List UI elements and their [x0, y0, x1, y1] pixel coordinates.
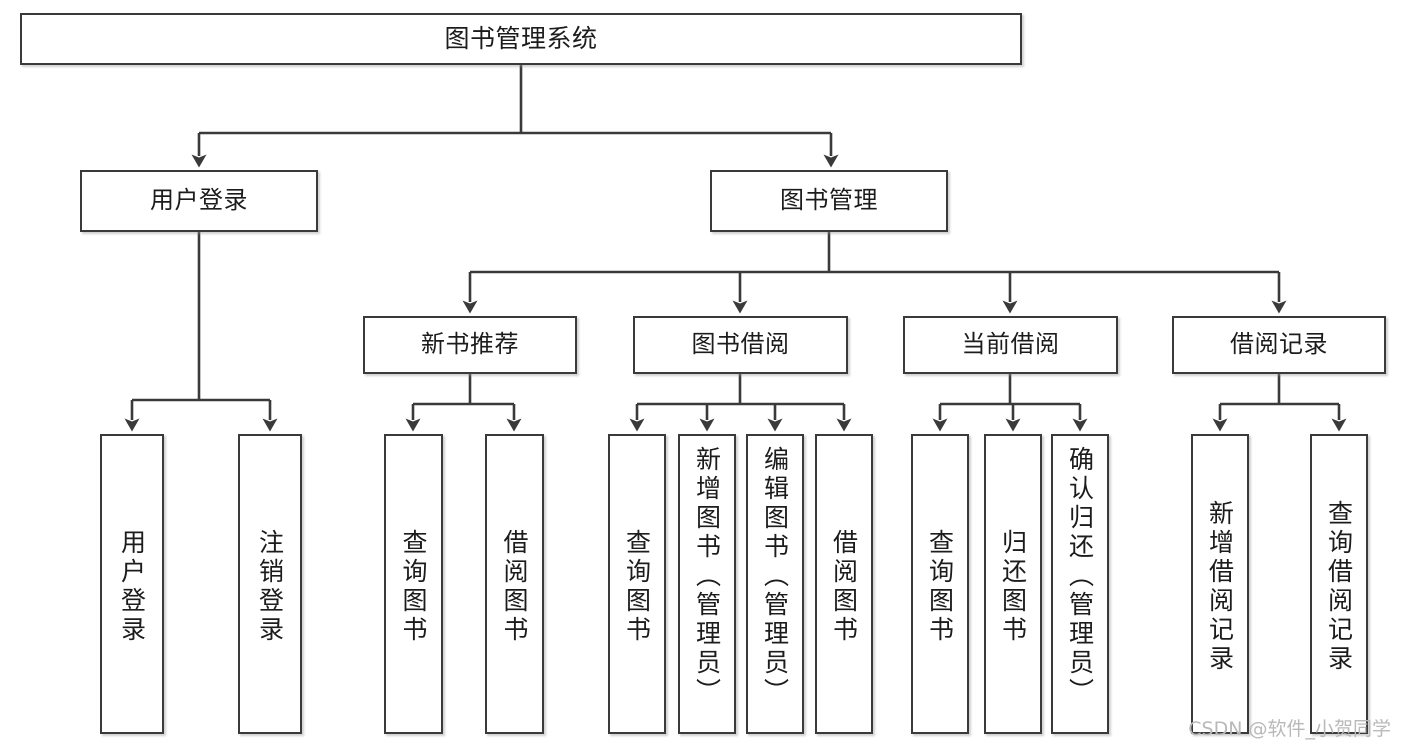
node-book-management-label: 图书管理 [780, 186, 878, 215]
leaf-node[interactable]: 借阅图书 [485, 434, 544, 734]
leaf-node-label: 查询图书 [925, 529, 955, 645]
leaf-node-label: 借阅图书 [500, 529, 529, 645]
leaf-node[interactable]: 确认归还（管理员） [1051, 434, 1109, 734]
node-user-login-label: 用户登录 [150, 186, 248, 215]
node-new-book-recommend-label: 新书推荐 [421, 330, 519, 359]
leaf-node[interactable]: 新增图书（管理员） [678, 434, 736, 734]
leaf-node[interactable]: 查询图书 [911, 434, 969, 734]
node-borrow-record-label: 借阅记录 [1230, 330, 1328, 359]
leaf-node-label: 编辑图书（管理员） [760, 446, 790, 707]
node-borrow-record[interactable]: 借阅记录 [1172, 316, 1386, 374]
node-root-label: 图书管理系统 [444, 23, 598, 53]
node-book-borrow-label: 图书借阅 [691, 330, 790, 359]
node-new-book-recommend[interactable]: 新书推荐 [363, 316, 577, 374]
leaf-node-label: 查询图书 [622, 529, 652, 645]
leaf-node-label: 归还图书 [998, 529, 1028, 645]
node-book-borrow[interactable]: 图书借阅 [633, 316, 848, 374]
leaf-node[interactable]: 借阅图书 [815, 434, 873, 734]
leaf-node-label: 注销登录 [255, 529, 285, 645]
leaf-node-label: 用户登录 [117, 529, 147, 645]
leaf-node[interactable]: 用户登录 [100, 434, 164, 734]
leaf-node[interactable]: 新增借阅记录 [1191, 434, 1249, 734]
leaf-node[interactable]: 注销登录 [238, 434, 302, 734]
leaf-node-label: 确认归还（管理员） [1065, 446, 1095, 707]
node-user-login[interactable]: 用户登录 [80, 170, 318, 232]
leaf-node-label: 新增图书（管理员） [692, 446, 722, 707]
leaf-node[interactable]: 查询图书 [384, 434, 443, 734]
leaf-node-label: 查询图书 [399, 529, 428, 645]
leaf-node-label: 查询借阅记录 [1324, 500, 1354, 674]
node-book-management[interactable]: 图书管理 [710, 170, 948, 232]
watermark-text: CSDN @软件_小贺同学 [1188, 718, 1391, 740]
leaf-node[interactable]: 编辑图书（管理员） [746, 434, 804, 734]
leaf-node[interactable]: 查询图书 [608, 434, 666, 734]
leaf-node-label: 新增借阅记录 [1205, 500, 1235, 674]
node-current-borrow-label: 当前借阅 [961, 330, 1060, 359]
leaf-node[interactable]: 归还图书 [984, 434, 1042, 734]
node-root[interactable]: 图书管理系统 [20, 13, 1022, 65]
leaf-node[interactable]: 查询借阅记录 [1310, 434, 1368, 734]
node-current-borrow[interactable]: 当前借阅 [903, 316, 1118, 374]
leaf-node-label: 借阅图书 [829, 529, 859, 645]
